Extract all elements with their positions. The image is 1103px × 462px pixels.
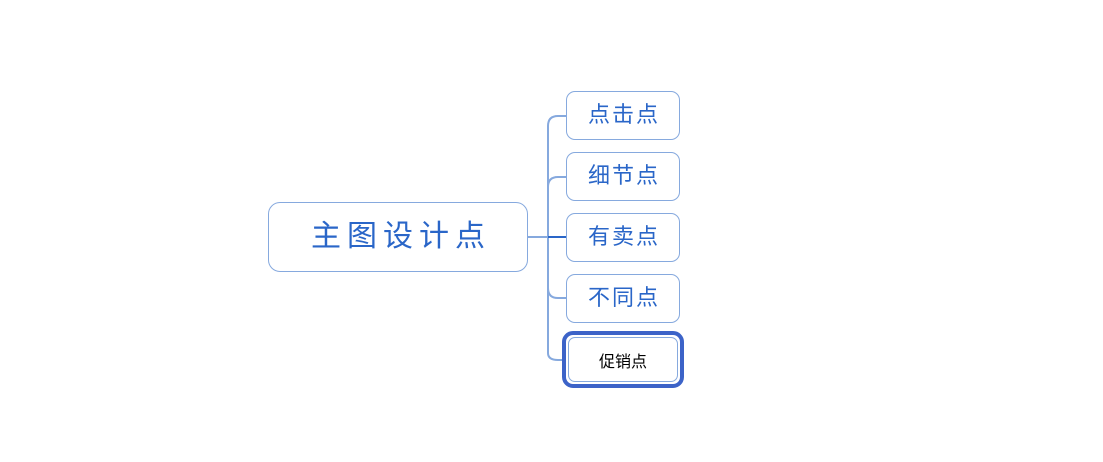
connector-child-1 xyxy=(547,176,566,188)
child-node-1[interactable]: 点击点 xyxy=(566,91,680,140)
child-node-4[interactable]: 不同点 xyxy=(566,274,680,323)
child-node-3-label: 有卖点 xyxy=(587,224,660,250)
child-node-4-label: 不同点 xyxy=(587,285,660,311)
connector-child-3 xyxy=(547,287,566,299)
child-node-2-label: 细节点 xyxy=(587,163,660,189)
child-node-5-label: 促销点 xyxy=(598,351,647,371)
child-node-5-selected[interactable]: 促销点 xyxy=(562,331,684,388)
child-node-2[interactable]: 细节点 xyxy=(566,152,680,201)
child-node-5-inner-frame: 促销点 xyxy=(568,337,678,382)
connector-child-0 xyxy=(547,115,566,127)
child-node-3[interactable]: 有卖点 xyxy=(566,213,680,262)
root-node[interactable]: 主图设计点 xyxy=(268,202,528,272)
child-node-1-label: 点击点 xyxy=(587,102,660,128)
root-node-label: 主图设计点 xyxy=(311,219,491,254)
